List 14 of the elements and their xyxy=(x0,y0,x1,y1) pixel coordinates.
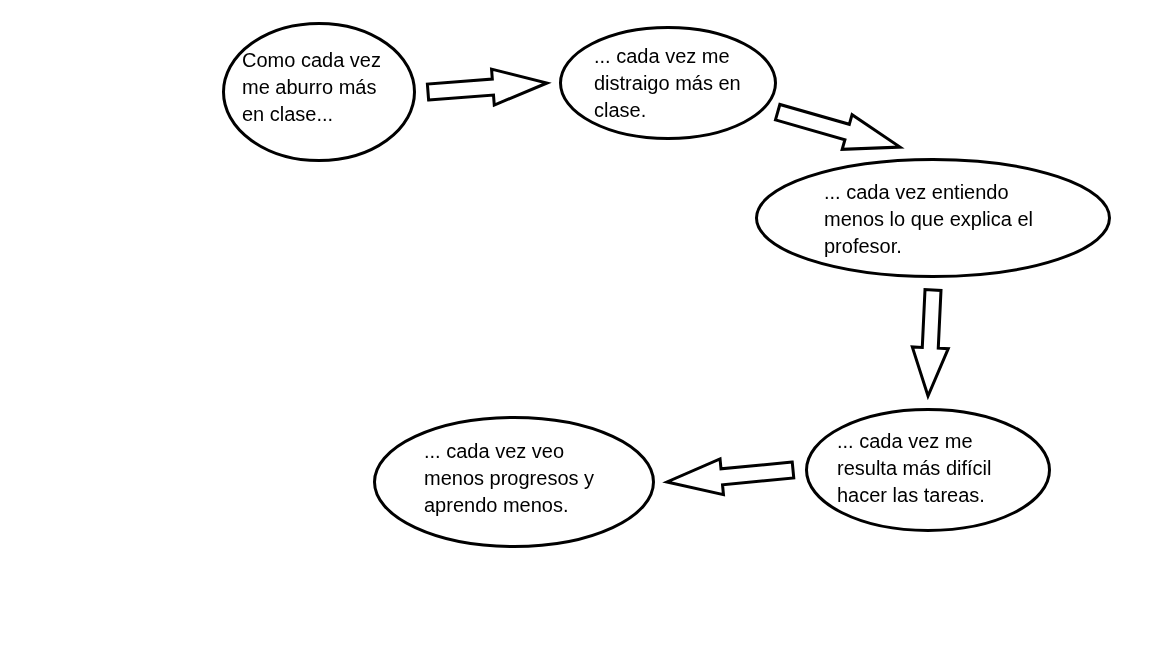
node-text: ... cada vez me resulta más difícil hacer las tareas. xyxy=(837,429,993,508)
ellipse-node xyxy=(222,22,416,162)
block-arrow xyxy=(662,456,796,497)
block-arrow xyxy=(773,102,905,151)
node-text: ... cada vez veo menos progresos y aprendo menos. xyxy=(424,439,596,518)
node-text: Como cada vez me aburro más en clase... xyxy=(242,48,382,127)
block-arrow xyxy=(910,288,951,401)
node-text: ... cada vez me distraigo más en clase. xyxy=(594,44,742,123)
ellipse-node xyxy=(805,408,1051,532)
node-text: ... cada vez entiendo menos lo que explica el profesor. xyxy=(824,180,1034,259)
block-arrow xyxy=(425,67,552,108)
ellipse-node xyxy=(373,416,655,548)
ellipse-node xyxy=(559,26,777,140)
ellipse-node xyxy=(755,158,1111,278)
